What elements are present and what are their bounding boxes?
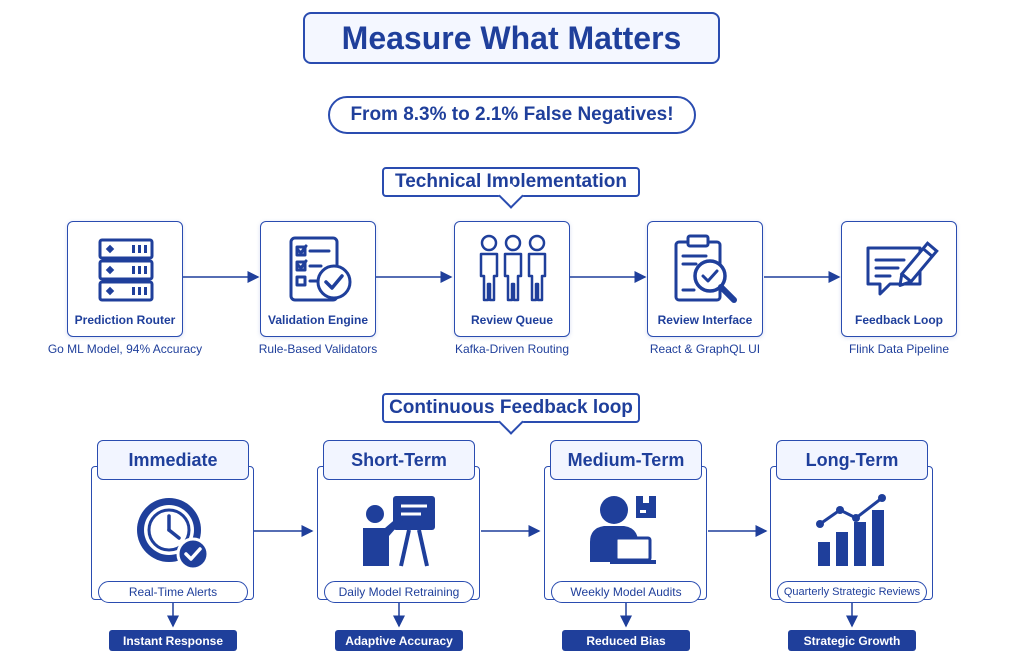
stage-caption: Quarterly Strategic Reviews	[777, 581, 927, 603]
stage-long-term	[770, 466, 933, 600]
component-review-queue: Review Queue	[454, 221, 570, 337]
stage-caption: Weekly Model Audits	[551, 581, 701, 603]
stage-outcome: Reduced Bias	[562, 630, 690, 651]
component-detail: React & GraphQL UI	[649, 342, 761, 356]
component-feedback-loop: Feedback Loop	[841, 221, 957, 337]
checklist-icon	[289, 236, 352, 302]
component-detail: Flink Data Pipeline	[848, 342, 950, 356]
server-rack-icon	[98, 238, 154, 302]
component-detail: Rule-Based Validators	[258, 342, 378, 356]
people-queue-icon	[479, 234, 547, 302]
component-name: Review Interface	[657, 313, 753, 327]
stage-name: Immediate	[97, 440, 249, 480]
component-detail: Kafka-Driven Routing	[454, 342, 570, 356]
growth-chart-icon	[816, 494, 886, 566]
feedback-loop-heading: Continuous Feedback loop	[382, 393, 640, 423]
component-name: Validation Engine	[267, 313, 368, 327]
stage-caption: Daily Model Retraining	[324, 581, 474, 603]
stage-outcome: Adaptive Accuracy	[335, 630, 463, 651]
subtitle-pill: From 8.3% to 2.1% False Negatives!	[328, 96, 696, 134]
person-laptop-icon	[590, 496, 656, 564]
component-name: Review Queue	[470, 313, 554, 327]
component-name: Feedback Loop	[854, 313, 943, 327]
technical-implementation-heading: Technical Implementation	[382, 167, 640, 197]
page-title: Measure What Matters	[303, 12, 720, 64]
clock-check-icon	[137, 498, 210, 571]
stage-outcome: Strategic Growth	[788, 630, 916, 651]
stage-name: Medium-Term	[550, 440, 702, 480]
component-name: Prediction Router	[74, 313, 176, 327]
stage-name: Long-Term	[776, 440, 928, 480]
chat-pencil-icon	[866, 241, 939, 296]
stage-outcome: Instant Response	[109, 630, 237, 651]
stage-short-term	[317, 466, 480, 600]
component-validation-engine: Validation Engine	[260, 221, 376, 337]
presenter-board-icon	[363, 496, 435, 567]
stage-caption: Real-Time Alerts	[98, 581, 248, 603]
component-review-interface: Review Interface	[647, 221, 763, 337]
component-detail: Go ML Model, 94% Accuracy	[47, 342, 203, 356]
component-prediction-router: Prediction Router	[67, 221, 183, 337]
clipboard-magnifier-icon	[674, 234, 737, 303]
stage-name: Short-Term	[323, 440, 475, 480]
